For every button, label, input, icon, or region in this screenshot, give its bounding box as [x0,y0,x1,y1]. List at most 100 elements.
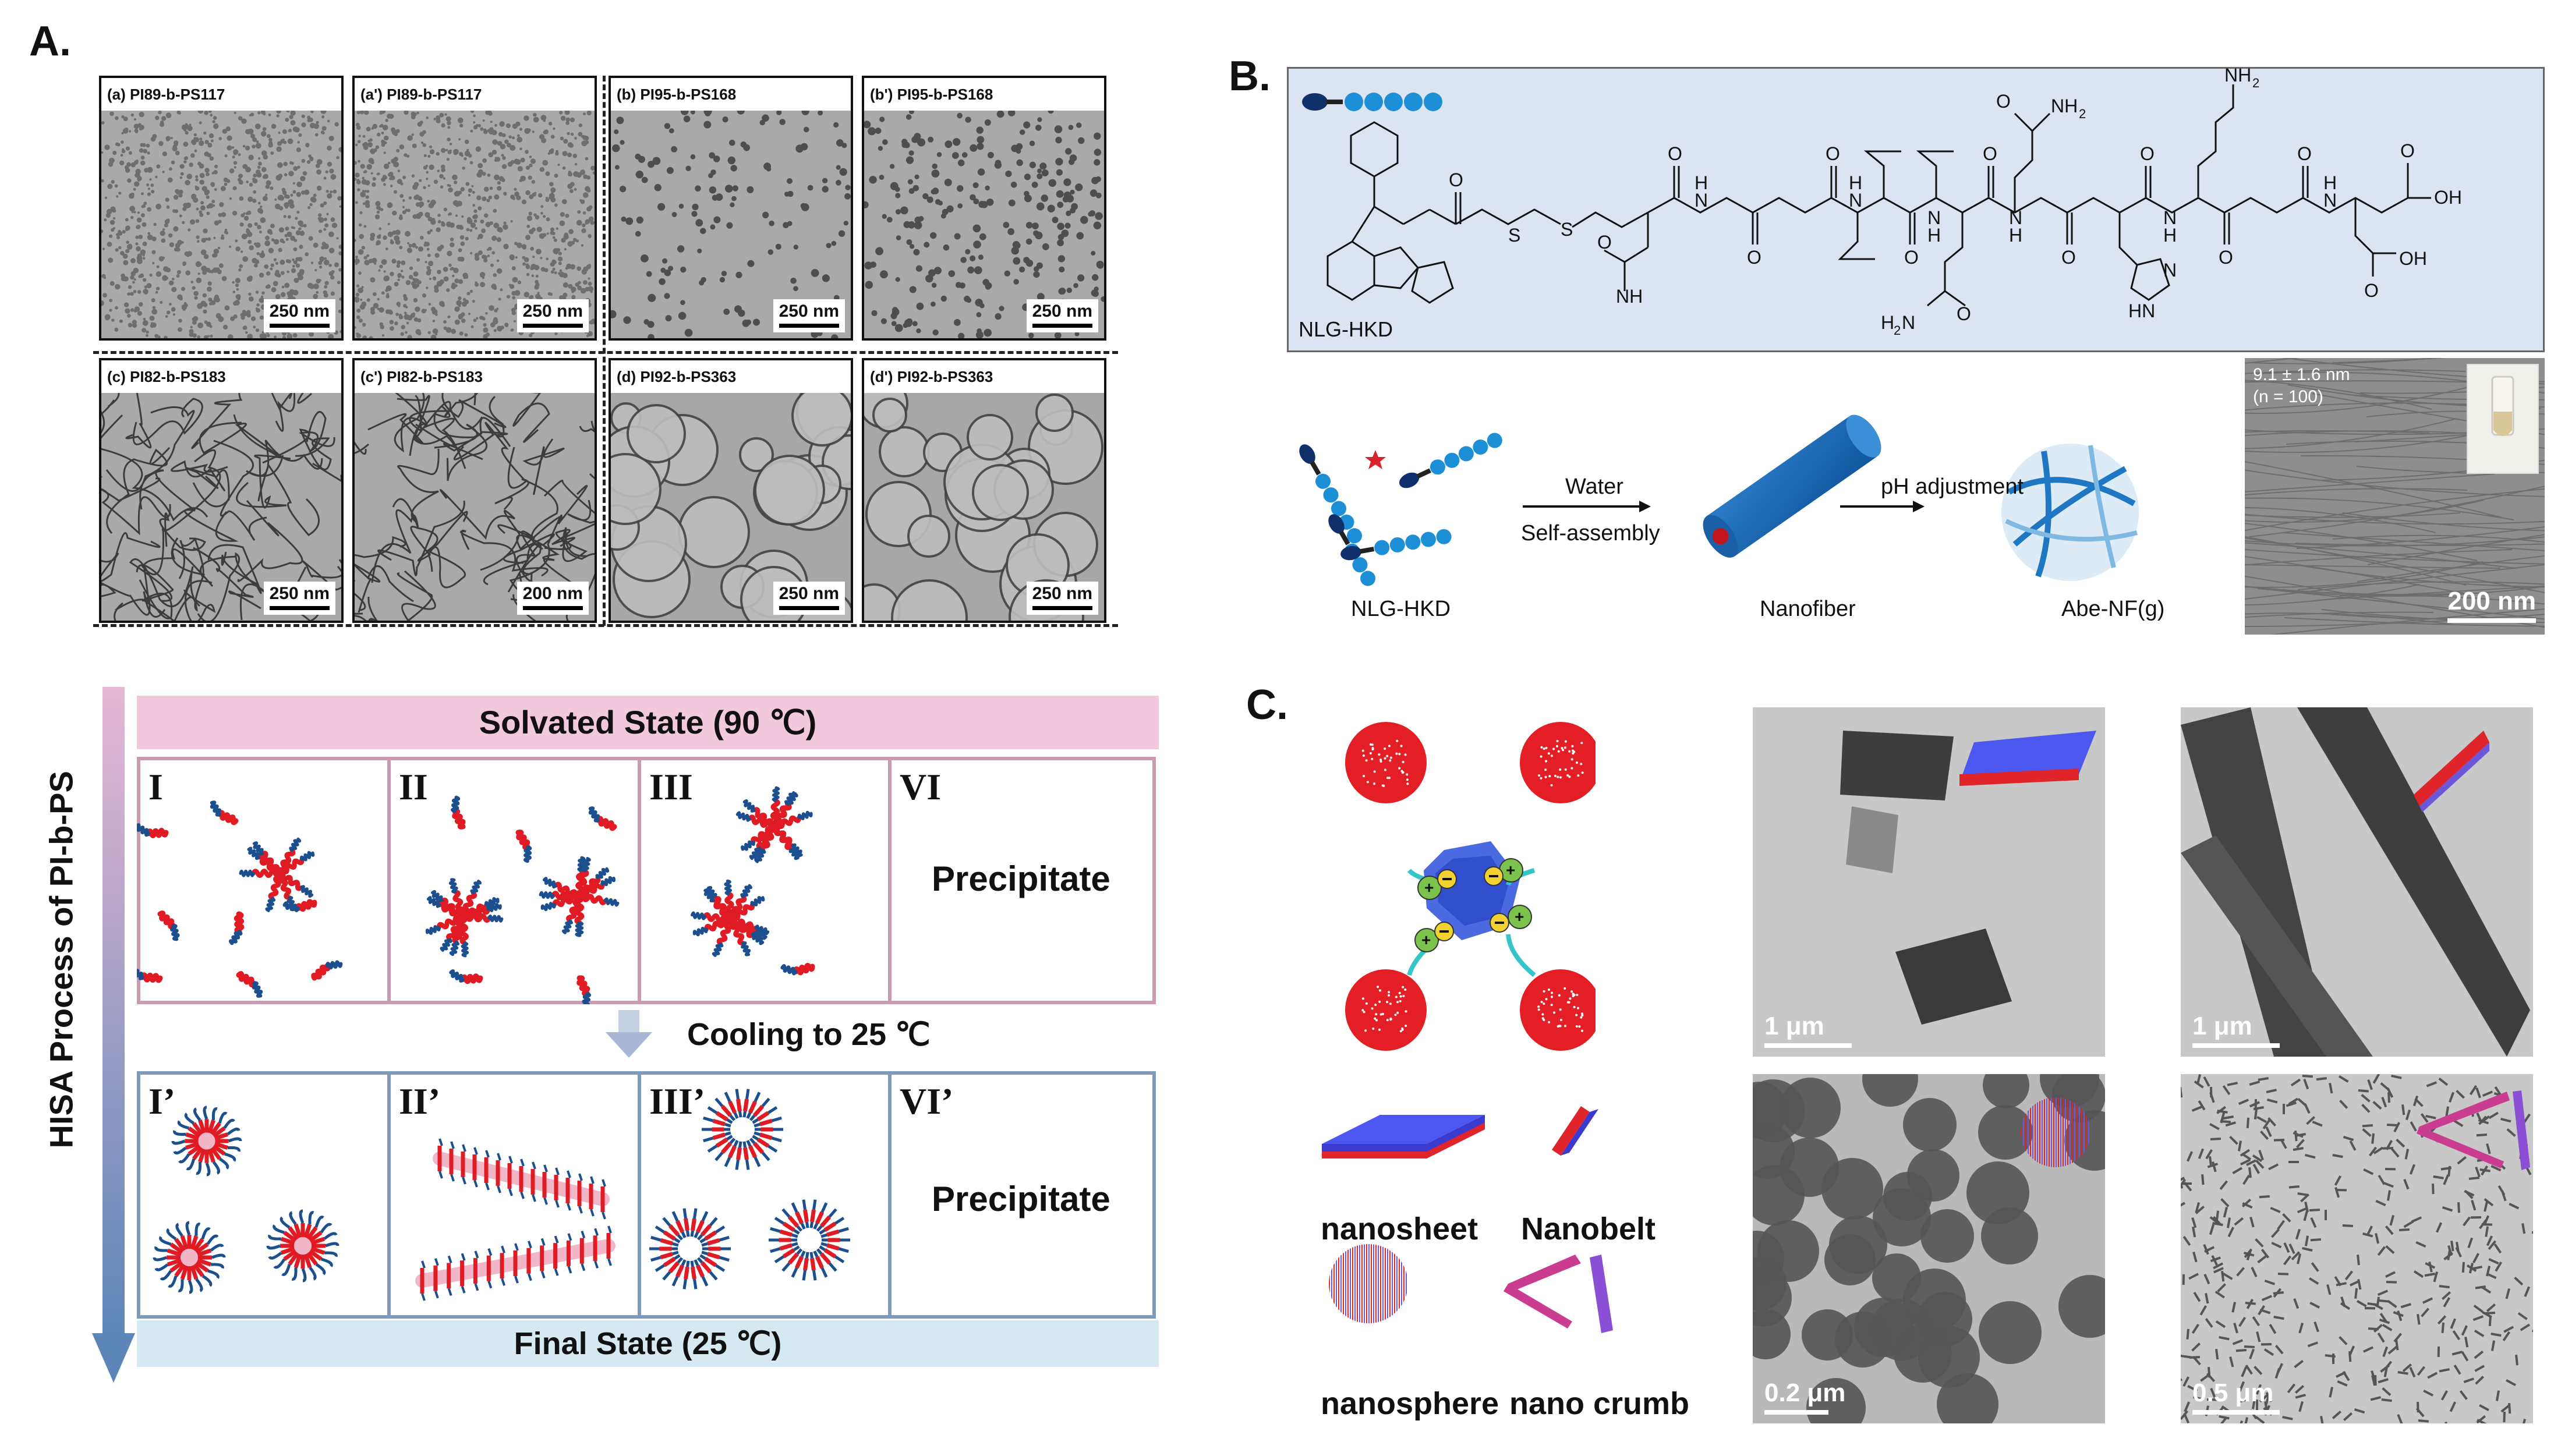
svg-text:N: N [1849,190,1862,211]
svg-text:2: 2 [2079,107,2086,121]
em-stats: 9.1 ± 1.6 nm [2253,365,2350,384]
svg-text:2: 2 [1894,323,1901,338]
tem-micrograph [864,393,1104,621]
tem-panel-label: (a) PI89-b-PS117 [101,78,341,112]
scale-line [2192,1043,2280,1048]
svg-text:H: H [1927,225,1941,246]
scale-label: 1 μm [2192,1012,2252,1040]
scale-label: 1 μm [1764,1012,1824,1040]
scale-label: 250 nm [269,584,330,603]
svg-text:H: H [1849,172,1862,193]
em-n: (n = 100) [2253,387,2323,406]
vial-inset [2467,364,2539,474]
shape-icons [1322,1106,1613,1333]
tem-panel-label: (b) PI95-b-PS168 [611,78,851,112]
svg-text:N: N [2009,207,2022,228]
scale-line [779,324,839,328]
svg-text:+: + [1421,931,1431,949]
tem-panel-label: (c') PI82-b-PS183 [355,360,595,395]
svg-text:O: O [2219,247,2233,268]
scale-bar: 250 nm [263,582,335,615]
svg-text:+: + [1515,908,1524,926]
tem-panel-label: (b') PI95-b-PS168 [864,78,1104,112]
tem-panel-8: (d') PI92-b-PS363 250 nm [862,358,1106,623]
scale-line [2192,1410,2280,1415]
ph-adjustment-label: pH adjustment [1881,474,2024,499]
polyoxometalate-complex: ++++ [1345,722,1596,1051]
hisa-side-label: HISA Process of PI-b-PS [43,771,80,1149]
final-assemblies [153,1089,850,1301]
final-divider-1 [387,1075,391,1315]
label-nanosheet: nanosheet [1321,1211,1478,1246]
svg-text:S: S [1508,225,1520,246]
svg-text:O: O [1597,232,1612,253]
tem-panel-4: (b') PI95-b-PS168 250 nm [862,76,1106,341]
scale-bar: 250 nm [263,299,335,332]
scale-bar: 200 nm [517,582,589,615]
box-label-II-prime: II’ [399,1081,441,1122]
scale-label: 0.2 μm [1764,1379,1846,1407]
em-scale-bar: 200 nm [2447,587,2536,623]
svg-text:OH: OH [2434,187,2462,208]
solvated-banner: Solvated State (90 ℃) [137,696,1159,749]
tem-divider-top [93,624,1118,627]
hisa-arrow [92,687,135,1383]
water-label: Water [1565,474,1623,499]
scale-bar: 250 nm [517,299,589,332]
svg-text:NH: NH [2224,67,2251,86]
precipitate-top: Precipitate [932,859,1110,898]
scale-label: 200 nm [522,584,583,603]
svg-text:H: H [2163,225,2177,246]
em-image-sheet: 1 μm [1753,707,2105,1057]
scale-line [779,606,839,610]
precipitate-bottom: Precipitate [932,1179,1110,1218]
svg-text:O: O [2140,143,2155,164]
scale-label: 250 nm [1032,584,1092,603]
scale-bar: 250 nm [1026,582,1098,615]
label-nano-crumb: nano crumb [1509,1386,1690,1421]
svg-text:N: N [2163,207,2177,228]
svg-text:N: N [1927,207,1941,228]
scale-label: 250 nm [269,302,330,321]
nanofiber-em-image: 9.1 ± 1.6 nm (n = 100) 200 nm [2245,358,2545,635]
solvated-divider-2 [638,760,641,1001]
svg-text:HN: HN [2128,300,2155,321]
box-label-I-prime: I’ [148,1081,176,1122]
svg-text:O: O [1996,91,2011,112]
svg-text:H: H [2323,172,2337,193]
svg-text:O: O [2297,143,2312,164]
tem-panel-label: (d') PI92-b-PS363 [864,360,1104,395]
scale-label: 250 nm [1032,302,1092,321]
tem-panel-1: (a) PI89-b-PS117 250 nm [99,76,344,341]
svg-text:O: O [1904,247,1919,268]
final-label: Final State (25 ℃) [514,1326,782,1361]
final-divider-2 [638,1075,641,1315]
solvated-divider-3 [888,760,892,1001]
svg-text:2: 2 [2252,76,2259,90]
em-image-crumb: 0.5 μm [2181,1074,2533,1423]
em-scale-label: 200 nm [2447,587,2536,615]
svg-text:H: H [2009,225,2022,246]
svg-text:+: + [1424,878,1434,897]
scale-label: 250 nm [522,302,583,321]
tem-divider-middle [93,351,1118,354]
solvated-divider-1 [387,760,391,1001]
scale-bar: 250 nm [1026,299,1098,332]
tem-panel-6: (c') PI82-b-PS183 200 nm [352,358,597,623]
scale-bar: 250 nm [773,582,845,615]
caption-abe-nf: Abe-NF(g) [2061,597,2165,621]
final-boxes [137,1071,1156,1319]
molecule-name: NLG-HKD [1299,317,1393,341]
caption-nanofiber: Nanofiber [1760,597,1856,621]
em-image-sphere: 0.2 μm [1753,1074,2105,1423]
box-label-II: II [399,766,428,807]
scale-line [269,606,330,610]
solvated-label: Solvated State (90 ℃) [479,704,817,741]
tem-panel-label: (c) PI82-b-PS183 [101,360,341,395]
panel-a-letter: A. [29,18,71,65]
tem-divider-vertical [603,76,606,626]
scale-bar: 0.2 μm [1764,1379,1845,1415]
scale-bar: 0.5 μm [2192,1379,2280,1415]
